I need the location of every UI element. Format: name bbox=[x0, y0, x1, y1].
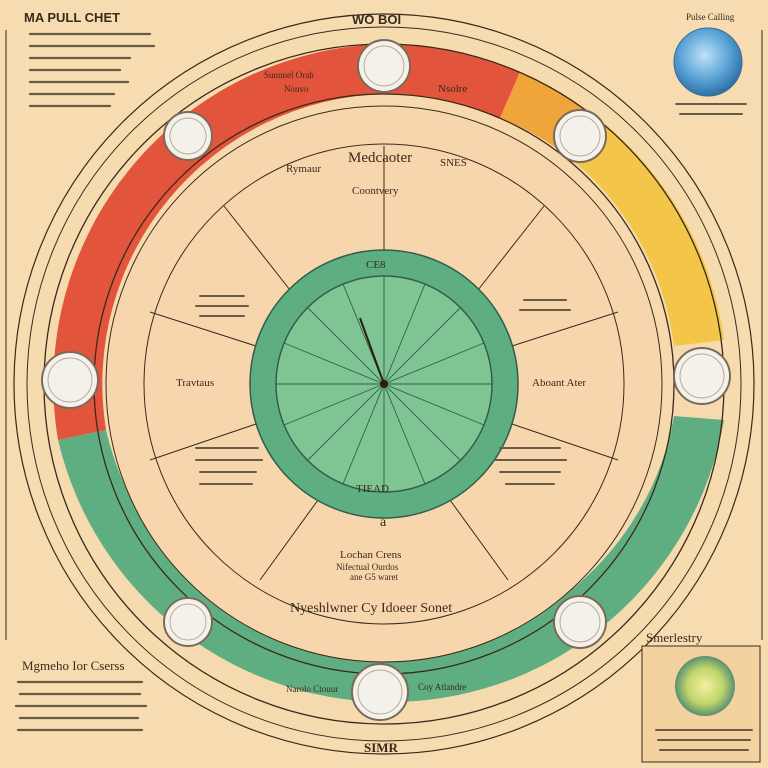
center-pin bbox=[380, 380, 388, 388]
medallion-bottom-right bbox=[553, 595, 607, 649]
right-panel-title: Smerlestry bbox=[646, 630, 703, 645]
medallion-rims bbox=[47, 45, 725, 715]
title-left: MA PULL CHET bbox=[24, 10, 120, 25]
left-panel-title: Mgmeho Ior Cserss bbox=[22, 658, 125, 673]
section-bottom-title: Lochan Crens bbox=[340, 549, 401, 561]
center-bottom-label: TIEAD bbox=[356, 483, 389, 495]
bottom-strip-label: SIMR bbox=[364, 740, 399, 755]
medallion-right bbox=[673, 347, 731, 405]
green-sun-icon bbox=[675, 656, 735, 716]
outer-ring bbox=[13, 13, 755, 755]
right-top-text-block bbox=[675, 103, 747, 115]
blue-sun-icon bbox=[673, 27, 743, 97]
small-o-label: a bbox=[380, 515, 387, 530]
section-bottom-sub2: ane G5 waret bbox=[350, 572, 398, 582]
inner-ring bbox=[143, 143, 625, 625]
right-panel-text bbox=[655, 729, 753, 751]
yellow-band bbox=[570, 120, 724, 346]
left-bottom-text-block bbox=[14, 680, 148, 732]
medallion-top-left bbox=[163, 111, 213, 161]
medallion-bottom bbox=[351, 663, 409, 721]
field-scribbles bbox=[195, 295, 571, 485]
field-spokes bbox=[149, 146, 619, 581]
inner-top-left-label: Rymaur bbox=[286, 163, 321, 175]
top-band-label: Nsolre bbox=[438, 83, 467, 95]
red-band-label: Sunnnel Orab bbox=[264, 70, 314, 80]
center-top-label: CE8 bbox=[366, 259, 386, 271]
left-text-block bbox=[28, 32, 156, 108]
medallion-top bbox=[357, 39, 411, 93]
bottom-left-green-label: Narolo Ctouur bbox=[286, 684, 338, 694]
section-top-label: Coontvery bbox=[352, 185, 399, 197]
center-needle bbox=[359, 317, 385, 385]
title-center: WO BOI bbox=[352, 12, 401, 27]
inner-top-center-label: Medcaoter bbox=[348, 150, 412, 166]
medallion-bottom-left bbox=[163, 597, 213, 647]
inner-top-right-label: SNES bbox=[440, 157, 467, 169]
section-left-label: Travtaus bbox=[176, 377, 214, 389]
red-band-top bbox=[384, 43, 520, 118]
section-bottom-sub1: Nifectual Ourdos bbox=[336, 562, 399, 572]
bottom-arc-label: Nyeshlwner Cy Idoeer Sonet bbox=[290, 601, 452, 616]
red-band-sublabel: Nonvo bbox=[284, 84, 309, 94]
medallion-top-right bbox=[553, 109, 607, 163]
outer-ring-2 bbox=[26, 26, 742, 742]
bottom-right-green-label: Coy Atlandre bbox=[418, 682, 466, 692]
section-right-label: Aboant Ater bbox=[532, 377, 586, 389]
medallion-left bbox=[41, 351, 99, 409]
medallions bbox=[41, 39, 731, 721]
title-right: Pulse Calling bbox=[686, 12, 735, 22]
